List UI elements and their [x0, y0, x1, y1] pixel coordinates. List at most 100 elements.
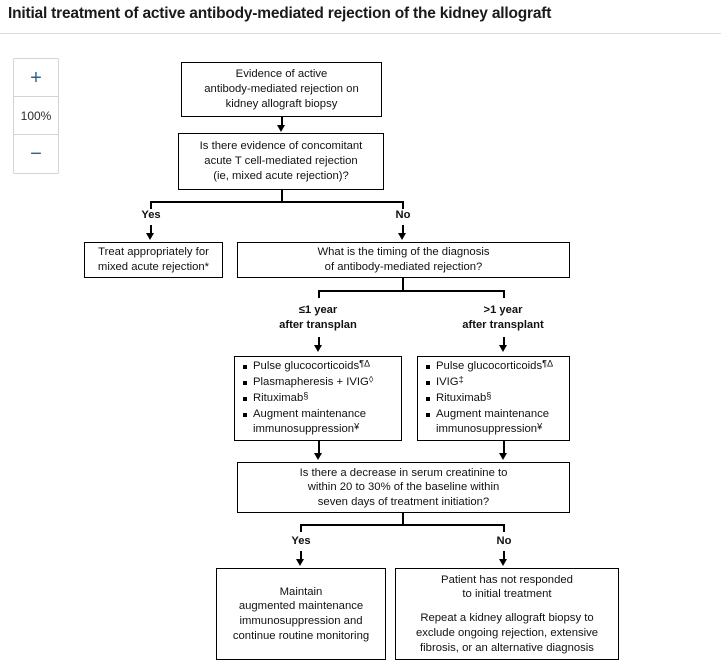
node-mixed-line-1: Is there evidence of concomitant — [199, 140, 363, 153]
early-treatment-item-4: Augment maintenance immunosuppression¥ — [242, 407, 366, 437]
node-early-treatment: Pulse glucocorticoids¶Δ Plasmapheresis +… — [234, 356, 402, 441]
connector-mixed-stem — [281, 190, 283, 202]
late-treatment-item-2: IVIG‡ — [425, 375, 464, 390]
early-treatment-item-1-text: Pulse glucocorticoids — [253, 360, 360, 373]
connector-mixed-yes-drop — [150, 201, 152, 209]
early-treatment-item-3-text: Rituximab — [253, 392, 304, 405]
node-start-line-2: antibody-mediated rejection on — [204, 83, 359, 96]
arrow-early-to-response — [314, 453, 322, 460]
zoom-out-button[interactable]: − — [14, 135, 58, 173]
arrow-response-no — [499, 559, 507, 566]
branch-label-timing-early-line-1: ≤1 year — [298, 304, 338, 316]
connector-mixed-split — [150, 201, 403, 203]
connector-start-to-mixed — [281, 117, 283, 127]
node-treat-mixed-line-2: mixed acute rejection* — [97, 261, 210, 273]
early-treatment-item-3-symbol: § — [303, 390, 309, 401]
early-treatment-item-4-cont: immunosuppression¥ — [253, 422, 366, 437]
late-treatment-item-2-symbol: ‡ — [458, 374, 464, 385]
late-treatment-item-1-text: Pulse glucocorticoids — [436, 360, 543, 373]
node-treat-mixed-line-1: Treat appropriately for — [98, 246, 209, 259]
late-treatment-item-4-cont-text: immunosuppression — [436, 422, 538, 435]
arrow-late-to-response — [499, 453, 507, 460]
late-treatment-item-4-symbol: ¥ — [537, 421, 543, 432]
early-treatment-item-3: Rituximab§ — [242, 391, 308, 406]
late-treatment-item-4-text: Augment maintenance — [436, 407, 550, 420]
early-treatment-item-2-text: Plasmapheresis + IVIG — [253, 376, 369, 389]
early-treatment-item-4-text: Augment maintenance — [253, 407, 367, 420]
node-maintain-line-2: augmented maintenance — [238, 600, 364, 613]
branch-label-timing-late: >1 year after transplant — [443, 303, 563, 332]
header-divider — [0, 33, 721, 34]
arrow-mixed-yes — [146, 233, 154, 240]
early-treatment-item-2: Plasmapheresis + IVIG◊ — [242, 375, 373, 390]
node-response-line-1: Is there a decrease in serum creatinine … — [299, 466, 508, 479]
connector-response-yes-drop — [300, 524, 302, 532]
arrow-response-yes — [296, 559, 304, 566]
connector-early-to-response — [318, 441, 320, 455]
node-start-line-1: Evidence of active — [235, 68, 328, 81]
late-treatment-item-2-text: IVIG — [436, 376, 459, 389]
branch-label-timing-late-line-2: after transplant — [462, 318, 544, 331]
branch-label-timing-late-line-1: >1 year — [483, 304, 523, 316]
late-treatment-item-1: Pulse glucocorticoids¶Δ — [425, 359, 553, 374]
arrow-timing-early — [314, 345, 322, 352]
late-treatment-item-3: Rituximab§ — [425, 391, 491, 406]
node-maintain-line-3: immunosuppression and — [239, 615, 363, 627]
branch-label-mixed-yes: Yes — [141, 209, 161, 221]
node-mixed-line-3: (ie, mixed acute rejection)? — [213, 169, 349, 182]
branch-label-timing-early-line-2: after transplan — [279, 318, 357, 331]
node-nonresponse-outcome: Patient has not responded to initial tre… — [395, 568, 619, 660]
branch-label-timing-early: ≤1 year after transplan — [258, 303, 378, 332]
late-treatment-item-3-text: Rituximab — [436, 392, 487, 405]
header-bar: Initial treatment of active antibody-med… — [0, 0, 721, 32]
connector-timing-split — [318, 290, 504, 292]
connector-late-to-response — [503, 441, 505, 455]
early-treatment-item-4-symbol: ¥ — [354, 421, 360, 432]
connector-response-split — [300, 524, 504, 526]
early-treatment-item-2-symbol: ◊ — [368, 374, 374, 385]
connector-mixed-no-arrowline — [402, 225, 404, 235]
connector-response-yes-arrowline — [300, 551, 302, 561]
connector-timing-late-drop — [503, 290, 505, 298]
connector-timing-early-arrowline — [318, 337, 320, 347]
branch-label-mixed-no: No — [395, 209, 411, 221]
connector-timing-late-arrowline — [503, 337, 505, 347]
late-treatment-item-4: Augment maintenance immunosuppression¥ — [425, 407, 549, 437]
zoom-control: + 100% − — [13, 58, 59, 174]
page-title: Initial treatment of active antibody-med… — [8, 5, 552, 22]
connector-response-stem — [402, 513, 404, 525]
early-treatment-item-4-cont-text: immunosuppression — [253, 422, 355, 435]
connector-timing-stem — [402, 278, 404, 291]
early-treatment-item-1-symbol: ¶Δ — [359, 358, 371, 369]
node-late-treatment: Pulse glucocorticoids¶Δ IVIG‡ Rituximab§… — [417, 356, 570, 441]
zoom-in-button[interactable]: + — [14, 59, 58, 97]
connector-timing-early-drop — [318, 290, 320, 298]
late-treatment-item-3-symbol: § — [486, 390, 492, 401]
connector-mixed-no-drop — [402, 201, 404, 209]
branch-label-response-yes: Yes — [291, 535, 311, 547]
node-nonresponse-bottom-line-1: Repeat a kidney allograft biopsy to — [420, 612, 594, 625]
node-timing-line-2: of antibody-mediated rejection? — [324, 261, 483, 273]
connector-response-no-arrowline — [503, 551, 505, 561]
minus-icon: − — [30, 143, 42, 165]
plus-icon: + — [30, 66, 42, 89]
node-nonresponse-bottom-line-3: fibrosis, or an alternative diagnosis — [420, 641, 594, 654]
arrow-mixed-no — [398, 233, 406, 240]
node-start-line-3: kidney allograft biopsy — [225, 97, 338, 110]
connector-mixed-yes-arrowline — [150, 225, 152, 235]
branch-label-response-no: No — [496, 535, 512, 547]
node-mixed-line-2: acute T cell-mediated rejection — [204, 155, 358, 168]
node-maintain-line-4: continue routine monitoring — [232, 629, 370, 642]
node-response-line-2: within 20 to 30% of the baseline within — [307, 481, 500, 494]
node-nonresponse-top-line-2: to initial treatment — [462, 588, 552, 601]
node-response-line-3: seven days of treatment initiation? — [317, 495, 490, 508]
node-start: Evidence of active antibody-mediated rej… — [181, 62, 382, 117]
zoom-level-display[interactable]: 100% — [14, 97, 58, 135]
node-treat-mixed: Treat appropriately for mixed acute reje… — [84, 242, 223, 278]
late-treatment-item-4-cont: immunosuppression¥ — [436, 422, 549, 437]
node-maintain-line-1: Maintain — [279, 585, 323, 598]
node-timing-question: What is the timing of the diagnosis of a… — [237, 242, 570, 278]
arrow-start-to-mixed — [277, 125, 285, 132]
